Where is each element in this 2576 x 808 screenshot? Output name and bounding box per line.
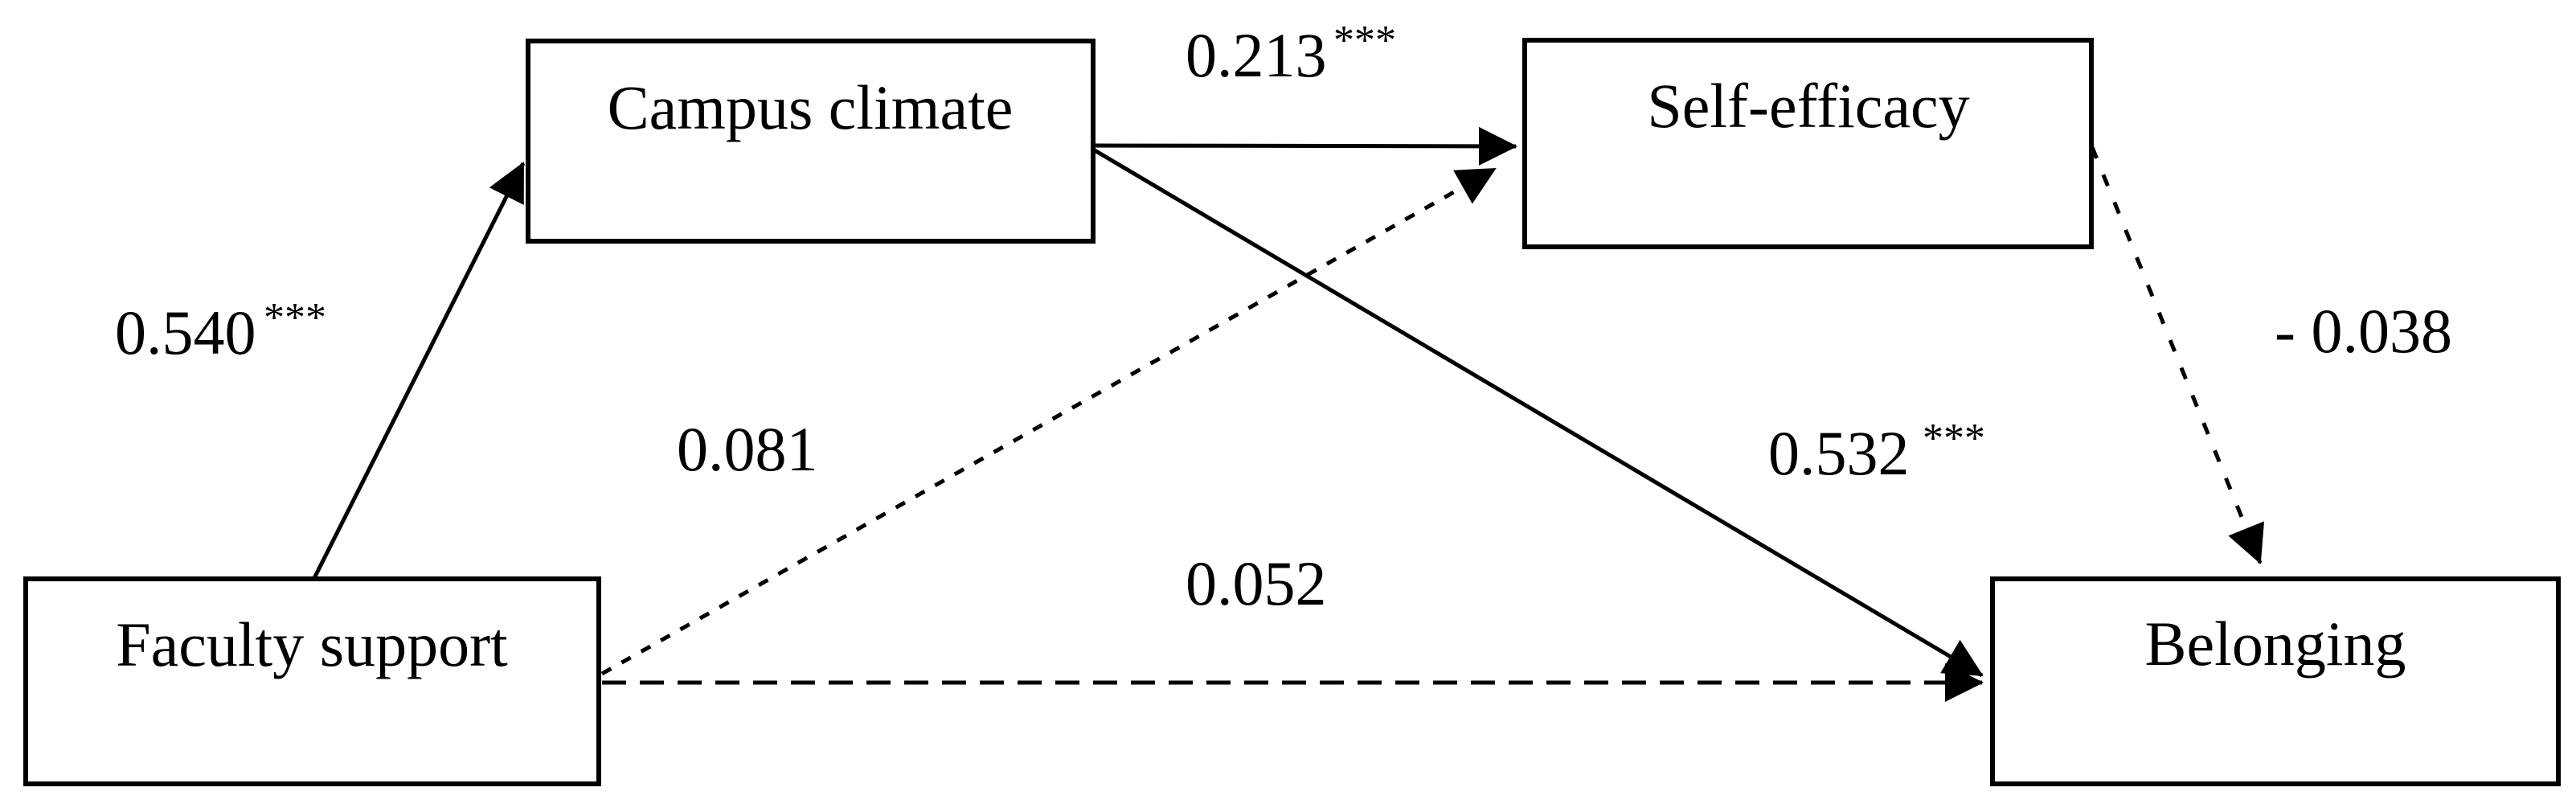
coefficient-campus-climate-self-efficacy: 0.213: [1186, 20, 1327, 90]
node-self-efficacy-box: [1522, 38, 2094, 249]
node-faculty-support-label: Faculty support: [116, 609, 508, 679]
edge-faculty-support-to-campus-climate: [311, 162, 526, 581]
node-campus-climate-label: Campus climate: [608, 72, 1014, 142]
significance-campus-climate-self-efficacy: ***: [1333, 18, 1396, 64]
significance-campus-climate-belonging: ***: [1923, 416, 1985, 461]
coefficient-faculty-support-belonging: 0.052: [1186, 548, 1327, 618]
coefficient-faculty-support-campus-climate: 0.540: [115, 297, 256, 367]
edge-campus-climate-to-belonging: [1093, 148, 1984, 678]
coefficient-faculty-support-self-efficacy: 0.081: [677, 414, 818, 484]
node-belonging-label: Belonging: [2145, 609, 2406, 679]
node-belonging-box: [1990, 576, 2561, 786]
significance-faculty-support-campus-climate: ***: [264, 295, 326, 341]
node-faculty-support-box: [23, 576, 601, 786]
edge-self-efficacy-to-belonging: [2090, 146, 2265, 564]
node-campus-climate-box: [526, 39, 1096, 244]
coefficient-campus-climate-belonging: 0.532: [1768, 418, 1910, 488]
coefficient-self-efficacy-belonging: - 0.038: [2275, 296, 2452, 366]
node-self-efficacy-label: Self-efficacy: [1647, 71, 1969, 141]
